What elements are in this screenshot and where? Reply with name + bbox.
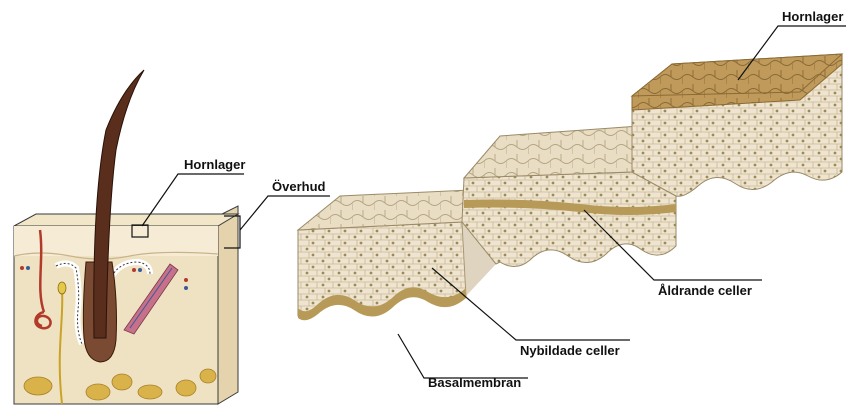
label-basalmembran: Basalmembran	[428, 376, 521, 390]
middle-block-top	[464, 126, 640, 178]
tissue-block-back	[632, 54, 842, 196]
skin-cross-section	[14, 70, 240, 404]
label-overhud: Överhud	[272, 180, 325, 194]
skin-side-face	[218, 206, 238, 404]
skin-top-face	[14, 214, 238, 226]
label-right-hornlager: Hornlager	[782, 10, 843, 24]
label-nybildade-celler: Nybildade celler	[520, 344, 620, 358]
epidermis-band	[14, 226, 218, 256]
label-aldrande-celler: Åldrande celler	[658, 284, 752, 298]
label-skin-hornlager: Hornlager	[184, 158, 245, 172]
leader-basalmembran	[398, 334, 528, 378]
middle-block-face	[462, 172, 676, 267]
